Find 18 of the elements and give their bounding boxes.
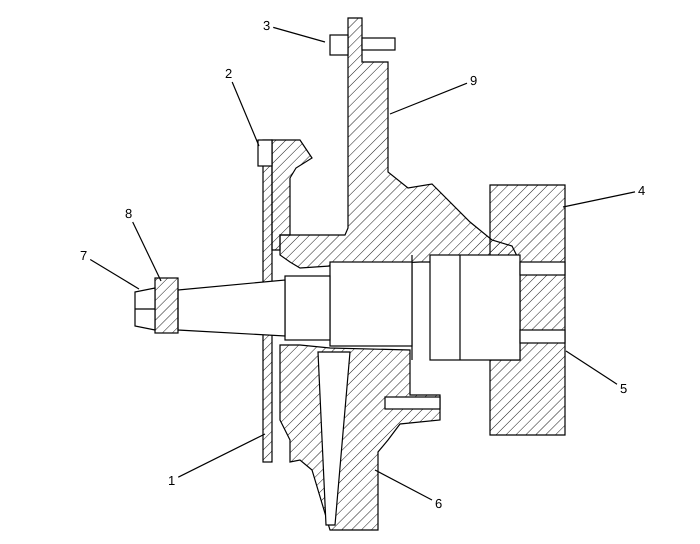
- callout-number: 8: [124, 207, 134, 220]
- callout-number: 1: [167, 474, 176, 487]
- callout-number: 5: [619, 382, 628, 395]
- leader-line: [374, 469, 432, 501]
- leader-line: [132, 222, 162, 282]
- leader-line: [562, 191, 636, 208]
- leader-line: [566, 350, 618, 385]
- leader-line: [90, 259, 140, 290]
- leader-line: [273, 26, 326, 43]
- callout-number: 7: [79, 249, 88, 262]
- leader-line: [232, 82, 260, 146]
- leader-line: [390, 82, 468, 115]
- leader-line: [178, 433, 266, 478]
- callout-number: 9: [469, 74, 478, 87]
- callout-number: 6: [434, 497, 444, 510]
- callout-number: 4: [637, 184, 646, 197]
- callout-number: 3: [262, 19, 272, 32]
- callout-number: 2: [224, 67, 234, 80]
